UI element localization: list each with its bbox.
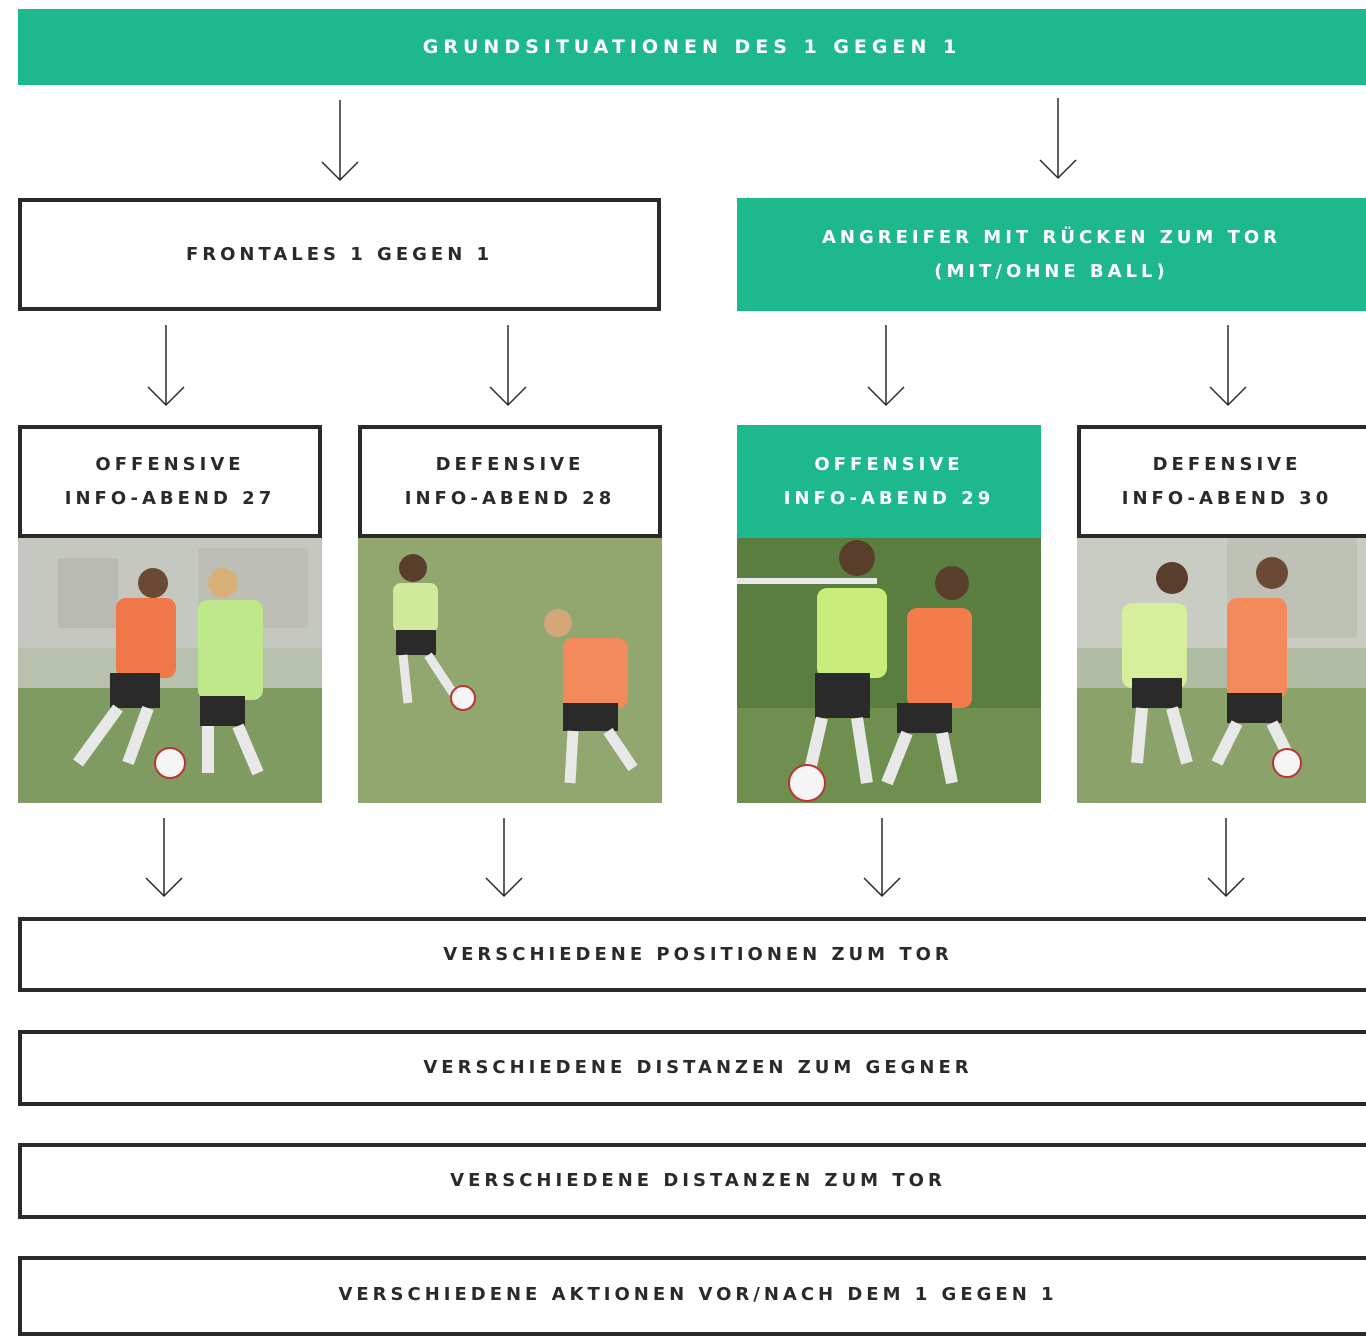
frontales-box: FRONTALES 1 GEGEN 1 bbox=[18, 198, 661, 311]
defensive-30-line2: INFO-ABEND 30 bbox=[1121, 487, 1333, 509]
arrow-down-icon bbox=[147, 325, 185, 407]
offensive-27-line2: INFO-ABEND 27 bbox=[64, 487, 276, 509]
photo-offensive-29 bbox=[737, 538, 1041, 803]
variation-label: VERSCHIEDENE AKTIONEN VOR/NACH DEM 1 GEG… bbox=[338, 1284, 1058, 1305]
offensive-29-line1: OFFENSIVE bbox=[814, 453, 964, 475]
variation-label: VERSCHIEDENE POSITIONEN ZUM TOR bbox=[443, 943, 953, 965]
arrow-down-icon bbox=[321, 100, 359, 182]
frontales-label: FRONTALES 1 GEGEN 1 bbox=[185, 243, 494, 265]
angreifer-label-line1: ANGREIFER MIT RÜCKEN ZUM TOR bbox=[821, 226, 1282, 248]
header-banner: GRUNDSITUATIONEN DES 1 GEGEN 1 bbox=[18, 9, 1366, 85]
variation-label: VERSCHIEDENE DISTANZEN ZUM TOR bbox=[450, 1170, 946, 1191]
variation-distanzen-tor-box: VERSCHIEDENE DISTANZEN ZUM TOR bbox=[18, 1143, 1366, 1219]
offensive-29-box: OFFENSIVE INFO-ABEND 29 bbox=[737, 425, 1041, 538]
variation-distanzen-gegner-box: VERSCHIEDENE DISTANZEN ZUM GEGNER bbox=[18, 1030, 1366, 1106]
arrow-down-icon bbox=[1207, 818, 1245, 898]
photo-offensive-27 bbox=[18, 538, 322, 803]
arrow-down-icon bbox=[1039, 98, 1077, 180]
variation-label: VERSCHIEDENE DISTANZEN ZUM GEGNER bbox=[423, 1057, 973, 1078]
offensive-29-line2: INFO-ABEND 29 bbox=[783, 487, 995, 509]
arrow-down-icon bbox=[145, 818, 183, 898]
angreifer-label-line2: (MIT/OHNE BALL) bbox=[934, 260, 1169, 282]
arrow-down-icon bbox=[863, 818, 901, 898]
defensive-30-line1: DEFENSIVE bbox=[1152, 453, 1302, 475]
header-title: GRUNDSITUATIONEN DES 1 GEGEN 1 bbox=[422, 36, 962, 58]
defensive-28-line1: DEFENSIVE bbox=[435, 453, 585, 475]
variation-aktionen-box: VERSCHIEDENE AKTIONEN VOR/NACH DEM 1 GEG… bbox=[18, 1256, 1366, 1336]
offensive-27-line1: OFFENSIVE bbox=[95, 453, 245, 475]
defensive-28-line2: INFO-ABEND 28 bbox=[404, 487, 616, 509]
defensive-30-box: DEFENSIVE INFO-ABEND 30 bbox=[1077, 425, 1366, 538]
offensive-27-box: OFFENSIVE INFO-ABEND 27 bbox=[18, 425, 322, 538]
arrow-down-icon bbox=[489, 325, 527, 407]
arrow-down-icon bbox=[485, 818, 523, 898]
angreifer-box: ANGREIFER MIT RÜCKEN ZUM TOR (MIT/OHNE B… bbox=[737, 198, 1366, 311]
arrow-down-icon bbox=[1209, 325, 1247, 407]
arrow-down-icon bbox=[867, 325, 905, 407]
variation-positionen-box: VERSCHIEDENE POSITIONEN ZUM TOR bbox=[18, 917, 1366, 992]
photo-defensive-28 bbox=[358, 538, 662, 803]
defensive-28-box: DEFENSIVE INFO-ABEND 28 bbox=[358, 425, 662, 538]
photo-defensive-30 bbox=[1077, 538, 1366, 803]
